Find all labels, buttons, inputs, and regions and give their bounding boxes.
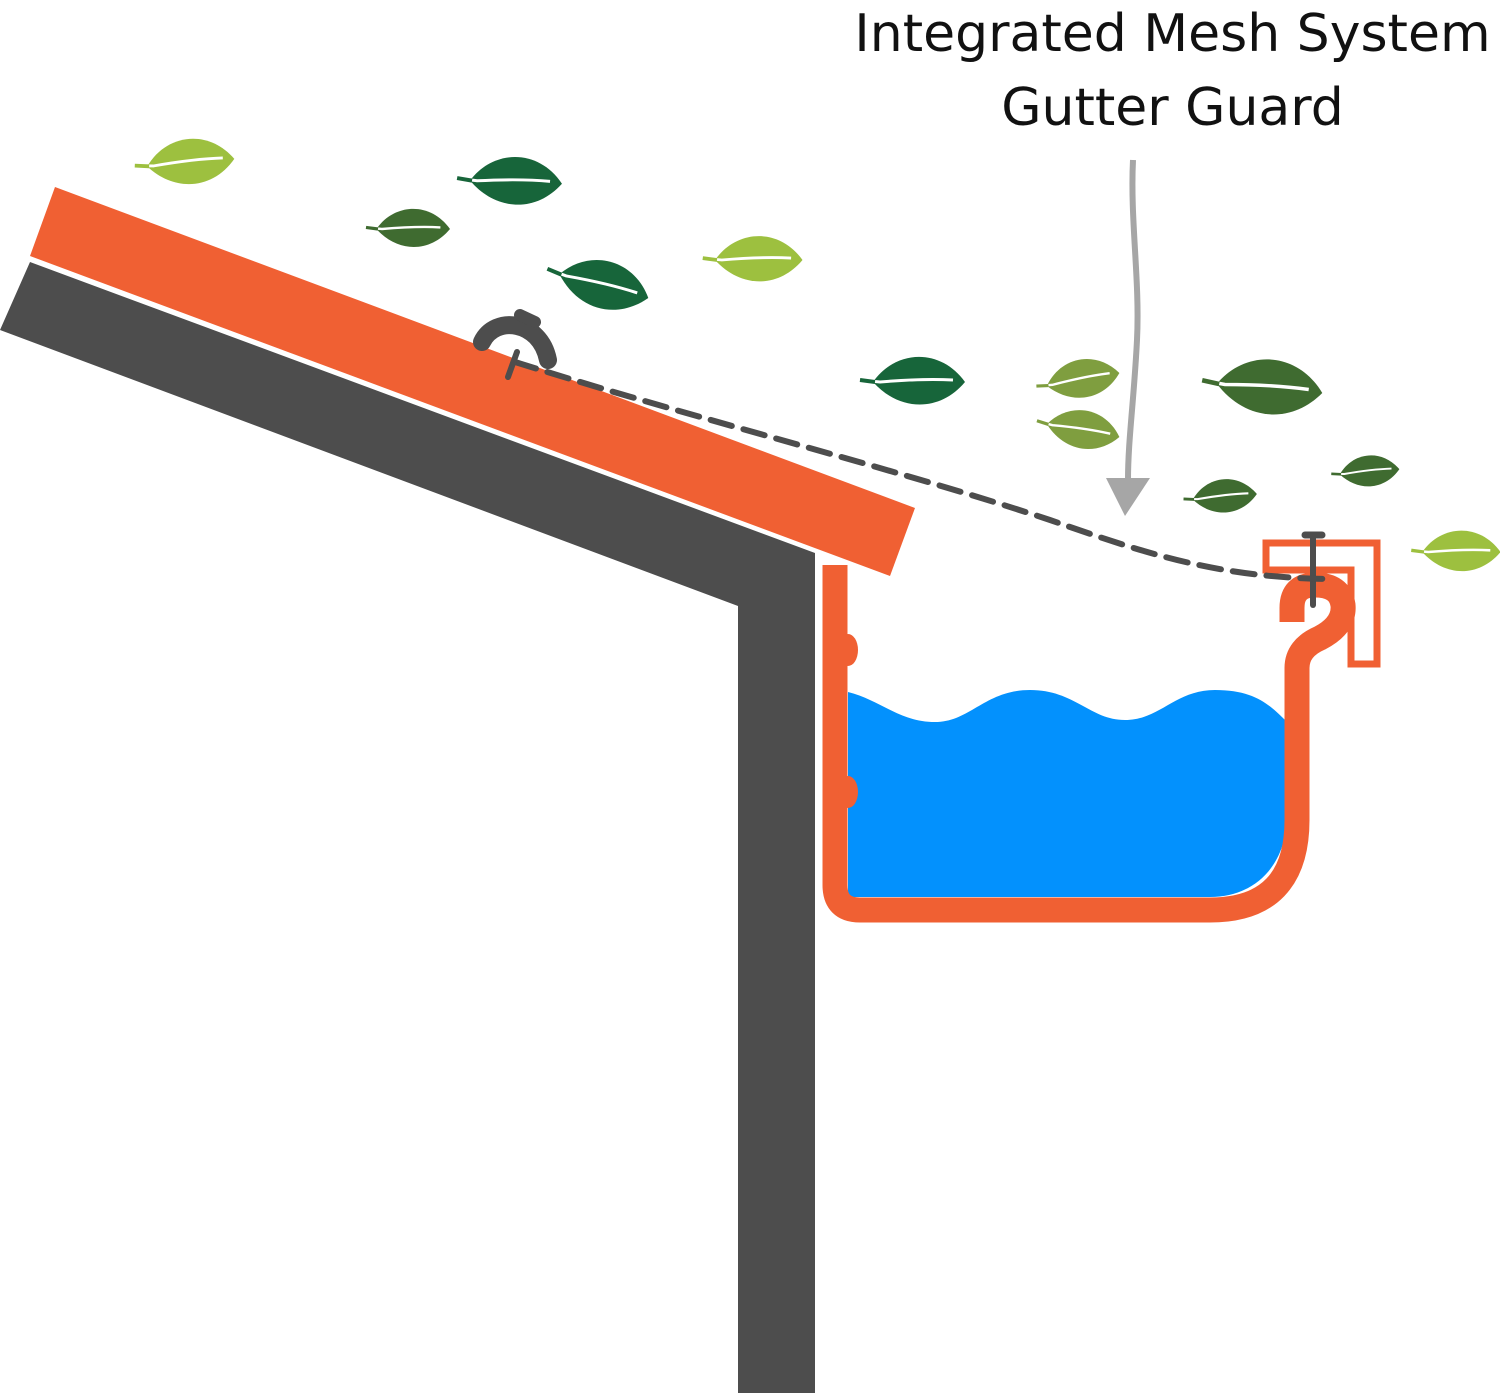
leaf-icon bbox=[365, 208, 450, 247]
leaf-icon bbox=[859, 356, 965, 405]
arrow-shaft bbox=[1125, 159, 1141, 481]
fascia-board bbox=[0, 262, 815, 1393]
roof-shingle bbox=[30, 187, 915, 576]
label-line-1: Integrated Mesh System bbox=[854, 4, 1491, 64]
mesh-screw bbox=[1301, 531, 1326, 608]
leaf-icon bbox=[1183, 479, 1257, 513]
leaf-icon bbox=[1036, 359, 1120, 398]
gutter-bead-bottom bbox=[838, 776, 858, 808]
water bbox=[848, 690, 1287, 897]
gutter-bracket bbox=[1262, 539, 1381, 668]
leaf-icon bbox=[1036, 410, 1120, 450]
leaf-icon bbox=[702, 236, 803, 282]
leaf-icon bbox=[1201, 359, 1323, 415]
mesh-guard-dashed bbox=[512, 359, 1335, 582]
leaves bbox=[134, 138, 1500, 571]
leaf-icon bbox=[1411, 530, 1500, 571]
leaf-icon bbox=[134, 138, 235, 185]
leaf-icon bbox=[546, 260, 649, 310]
arrow-head bbox=[1106, 478, 1150, 516]
gutter-bead-top bbox=[838, 634, 858, 666]
roof-clip bbox=[473, 309, 557, 380]
leaf-icon bbox=[456, 156, 562, 205]
arrow bbox=[1106, 159, 1150, 516]
leaf-icon bbox=[1331, 455, 1400, 487]
label-line-2: Gutter Guard bbox=[1001, 78, 1344, 138]
